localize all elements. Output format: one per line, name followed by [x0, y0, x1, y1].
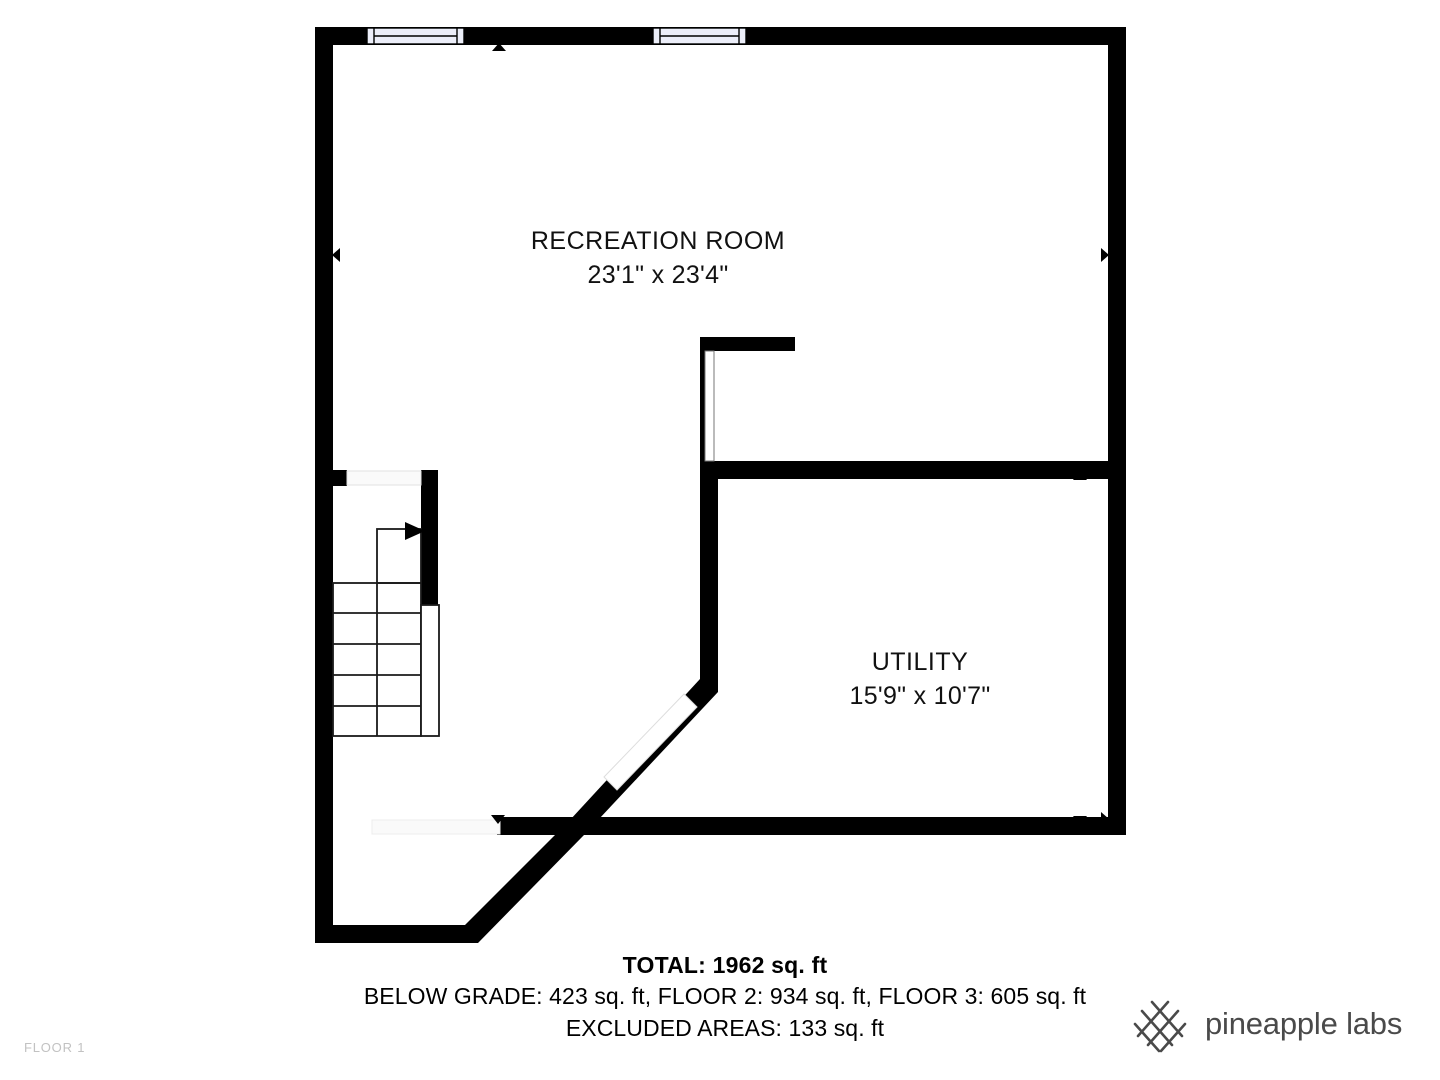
wall-stair-right — [421, 470, 438, 605]
dimension-marker-lower-left — [491, 815, 505, 824]
dimension-marker-right-lower — [1101, 812, 1109, 826]
wall-left — [315, 27, 333, 943]
dimension-marker-right-upper — [1101, 248, 1109, 262]
brand-logo-text: pineapple labs — [1205, 1006, 1403, 1041]
stair-landing — [376, 528, 422, 584]
exterior-walls — [315, 27, 1126, 943]
room-label-recreation-room: RECREATION ROOM 23'1" x 23'4" — [413, 224, 903, 292]
dimension-marker-top — [492, 43, 506, 51]
area-summary: TOTAL: 1962 sq. ft BELOW GRADE: 423 sq. … — [180, 950, 1270, 1044]
dimension-marker-diagonal — [570, 819, 584, 828]
stair-direction-arrow — [405, 522, 425, 540]
room-dimensions-utility: 15'9" x 10'7" — [849, 682, 991, 710]
wall-stair-jamb-left — [333, 470, 347, 486]
summary-floor-breakdown: BELOW GRADE: 423 sq. ft, FLOOR 2: 934 sq… — [363, 983, 1087, 1009]
wall-utility-bottom — [497, 817, 1126, 835]
lattice-crosshatch-icon — [1133, 1000, 1187, 1053]
wall-center-stub — [703, 337, 795, 351]
wall-divider-horizontal — [700, 461, 1108, 479]
summary-total-area: TOTAL: 1962 sq. ft — [622, 952, 828, 978]
dimension-marker-utility-bottom — [1073, 816, 1087, 825]
wall-center-vertical-lower — [700, 461, 718, 692]
doorway-stair-top — [346, 470, 422, 486]
doorway-lower-left — [371, 819, 501, 835]
dimension-marker-divider — [1073, 471, 1087, 480]
stair-rail-extension — [420, 604, 440, 737]
summary-excluded-areas: EXCLUDED AREAS: 133 sq. ft — [565, 1015, 885, 1041]
doorways — [346, 350, 715, 835]
room-name-utility: UTILITY — [871, 648, 969, 676]
windows — [366, 27, 747, 45]
doorway-diagonal — [603, 693, 698, 791]
interior-walls — [333, 337, 1108, 835]
dimension-markers — [332, 43, 1109, 828]
wall-right — [1108, 27, 1126, 835]
room-name-recreation-room: RECREATION ROOM — [530, 227, 786, 255]
doorway-center-vertical — [704, 350, 715, 462]
room-label-utility: UTILITY 15'9" x 10'7" — [775, 645, 1065, 713]
room-dimensions-recreation-room: 23'1" x 23'4" — [587, 261, 729, 289]
brand-logo: pineapple labs — [1129, 993, 1402, 1055]
staircase — [332, 522, 440, 737]
wall-stair-jamb-right — [421, 470, 438, 486]
window-left — [366, 27, 465, 45]
dimension-marker-left — [332, 248, 340, 262]
wall-bottom-left — [315, 925, 478, 943]
wall-diagonal-bottom — [465, 820, 584, 943]
window-right — [652, 27, 747, 45]
floor-indicator: FLOOR 1 — [24, 1040, 86, 1055]
